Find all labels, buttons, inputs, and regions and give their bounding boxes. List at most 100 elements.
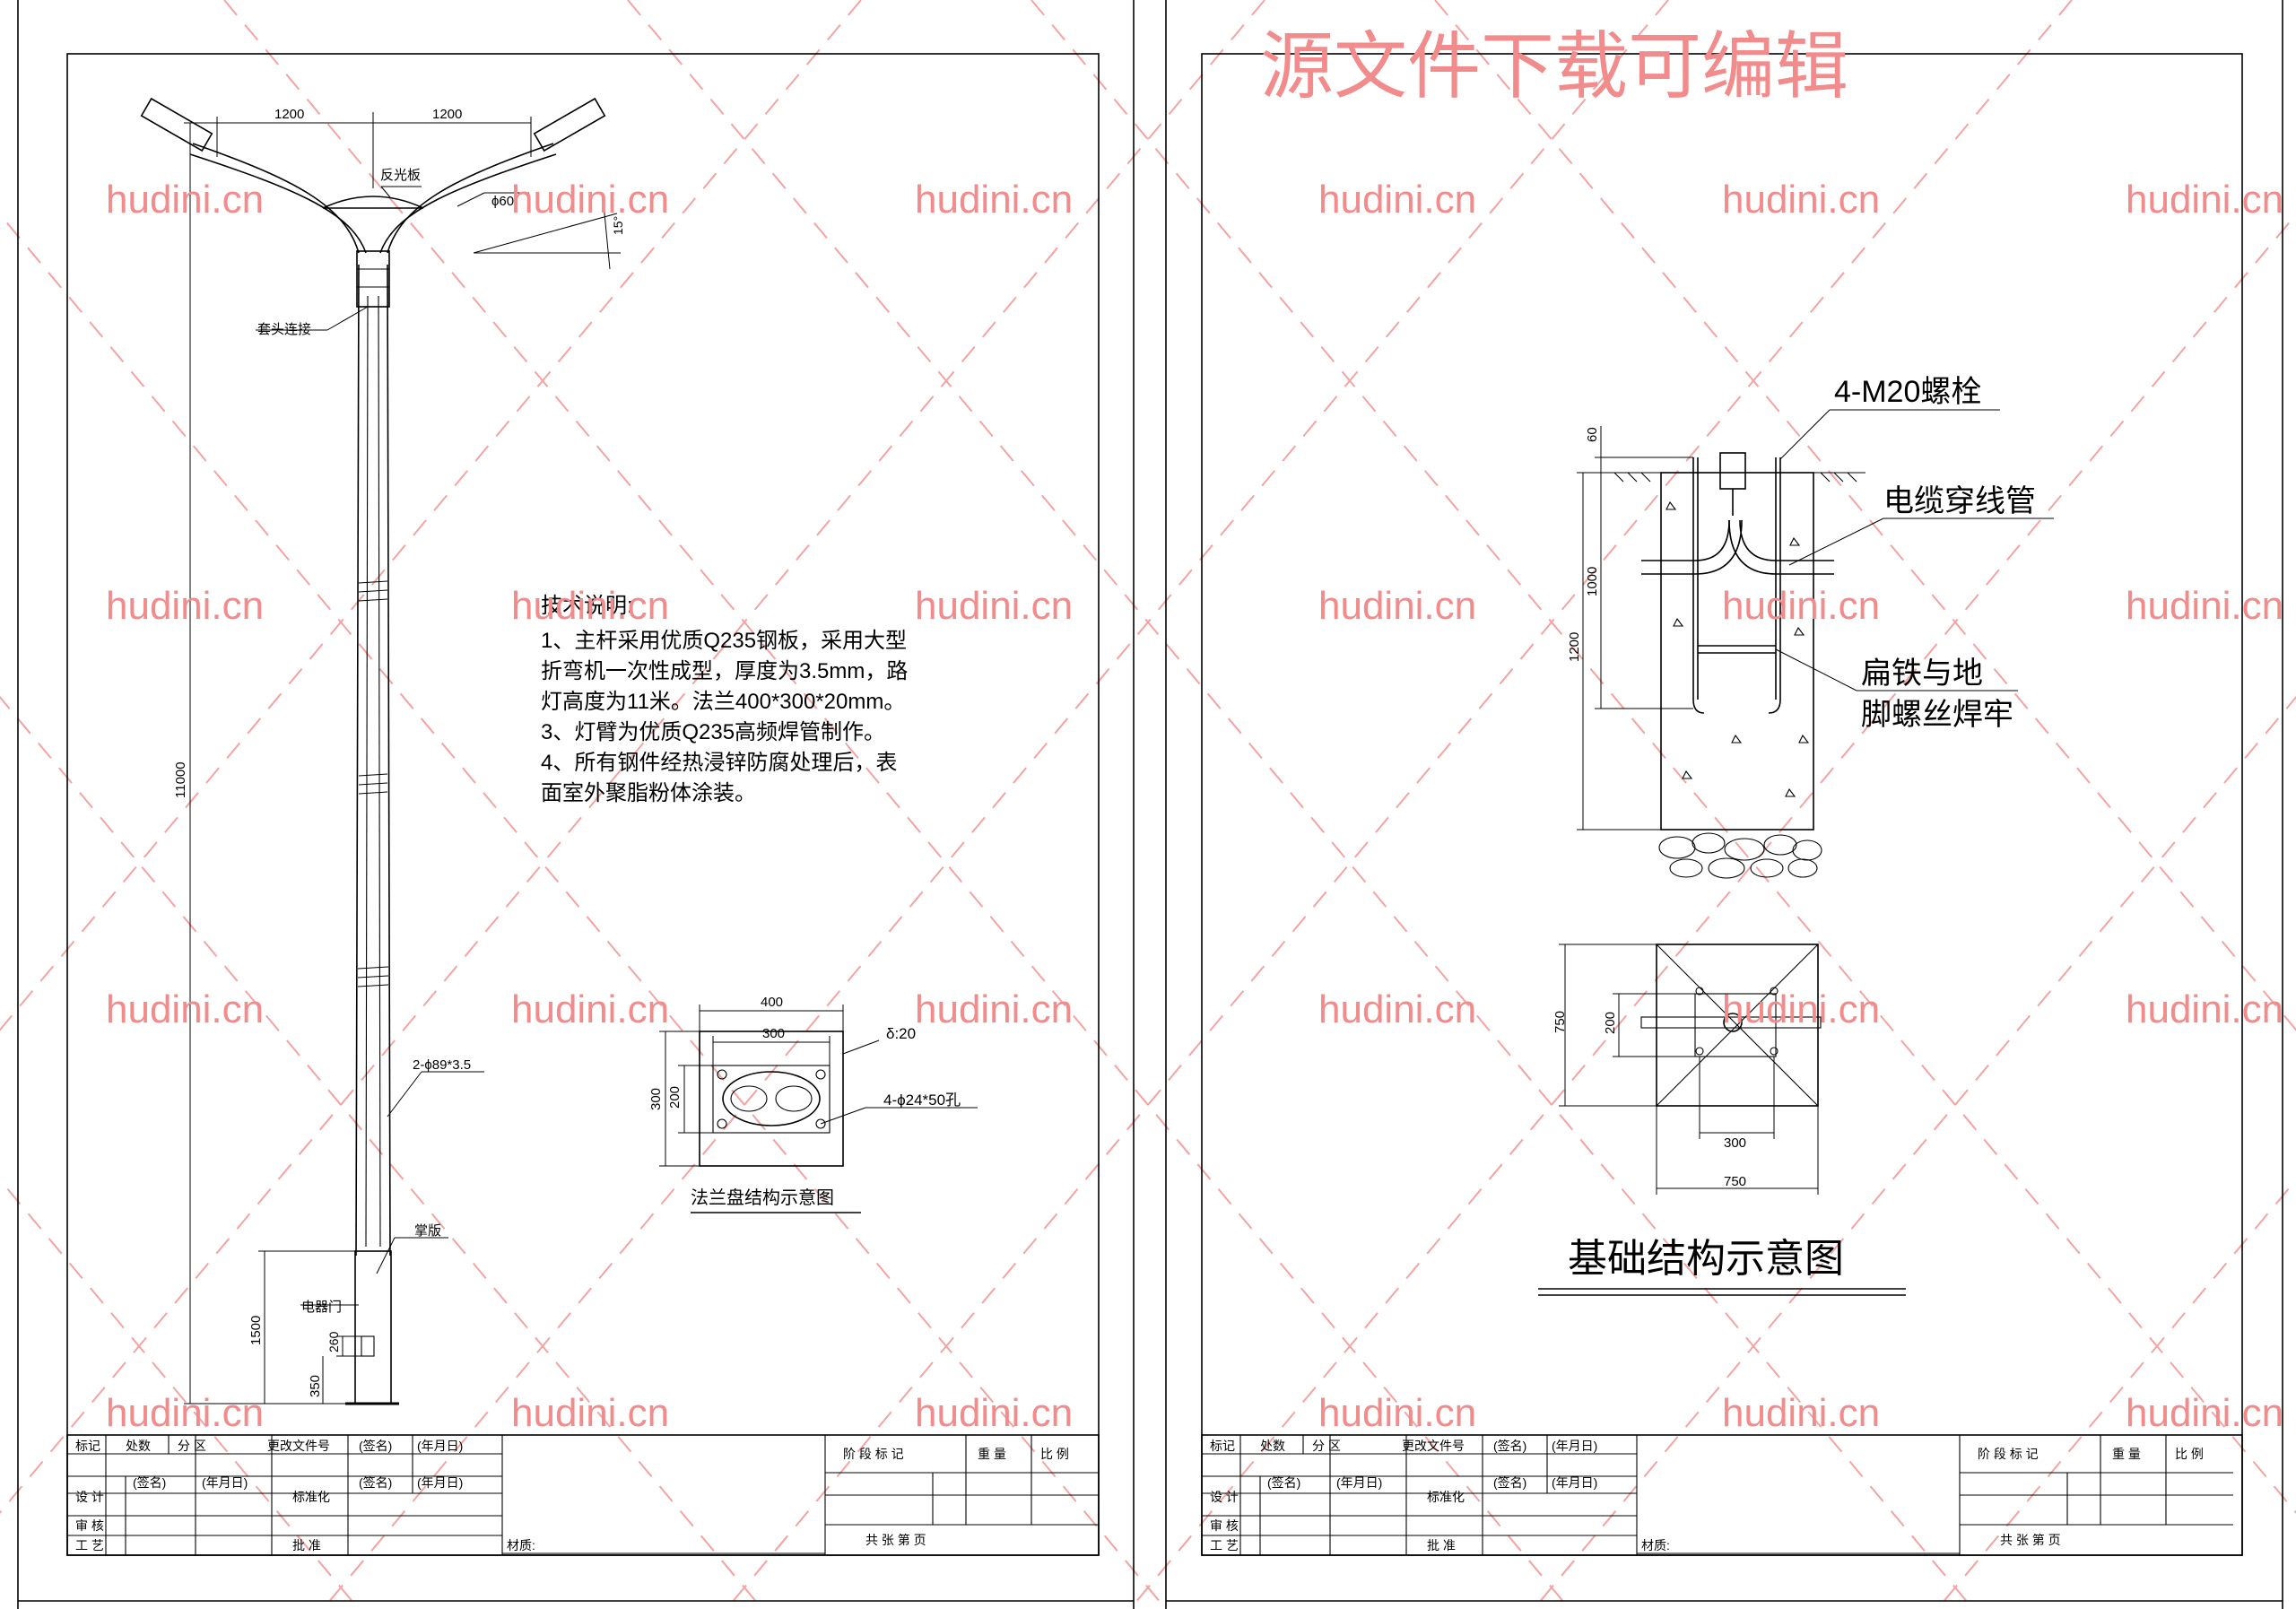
flange-drawing	[659, 1005, 978, 1213]
bolt-label: 4-M20螺栓	[1834, 375, 1981, 409]
flange-caption: 法兰盘结构示意图	[691, 1187, 834, 1208]
watermark-text: hudini.cn	[1318, 1391, 1476, 1435]
right-title-block	[1201, 1434, 2243, 1556]
left-sheet	[17, 0, 1135, 1609]
watermark-text: hudini.cn	[2126, 987, 2283, 1031]
tb-pages: 共 张 第 页	[2000, 1533, 2061, 1547]
right-sheet	[1165, 0, 2283, 1609]
tech-note-line: 4、所有钢件经热浸锌防腐处理后，表	[541, 751, 897, 775]
tb-date: (年月日)	[417, 1439, 463, 1453]
tb-mark: 标记	[1210, 1439, 1235, 1453]
appliance-door	[361, 1335, 375, 1357]
plan-750-v: 750	[1552, 1011, 1568, 1033]
tb-scale: 比 例	[2175, 1447, 2204, 1461]
tb-change-doc: 更改文件号	[1402, 1439, 1465, 1453]
tb-change-doc: 更改文件号	[267, 1439, 330, 1453]
tech-note-line: 1、主杆采用优质Q235钢板，采用大型	[541, 629, 907, 653]
watermark-text: hudini.cn	[915, 584, 1073, 628]
watermark-text: hudini.cn	[511, 584, 669, 628]
watermark-text: hudini.cn	[915, 178, 1073, 222]
tech-note-line: 3、灯臂为优质Q235高频焊管制作。	[541, 720, 885, 744]
tech-notes-title: 技术说明:	[541, 594, 633, 618]
dim-1000: 1000	[1585, 567, 1600, 596]
door-label: 掌版	[414, 1223, 441, 1239]
dim-350: 350	[308, 1375, 323, 1397]
tb-mark: 标记	[75, 1439, 100, 1453]
weld-label-1: 扁铁与地	[1861, 657, 1983, 691]
weld-label-2: 脚螺丝焊牢	[1861, 698, 2013, 732]
watermark-text: hudini.cn	[915, 987, 1073, 1031]
tb-weight: 重 量	[978, 1447, 1006, 1461]
tb-design: 设 计	[75, 1490, 104, 1504]
flange-dim-300: 300	[762, 1026, 785, 1041]
tb-design: 设 计	[1210, 1490, 1239, 1504]
base-section	[354, 1250, 392, 1405]
download-banner: 源文件下载可编辑	[1260, 26, 1848, 108]
tb-date: (年月日)	[1552, 1439, 1597, 1453]
tech-note-line: 面室外聚脂粉体涂装。	[541, 781, 756, 805]
watermark-text: hudini.cn	[1722, 584, 1880, 628]
lamp-head-right	[533, 97, 606, 152]
watermark-text: hudini.cn	[1318, 584, 1476, 628]
flange-dim-400: 400	[761, 995, 783, 1010]
plan-750-h: 750	[1724, 1174, 1746, 1189]
tb-zone: 分 区	[1312, 1439, 1341, 1453]
watermark-text: hudini.cn	[1722, 1391, 1880, 1435]
flange-labels: 400 300 300 200 δ:20 4-ϕ24*50孔 法兰盘结构示意图	[648, 995, 961, 1208]
tb-standard: 标准化	[1427, 1490, 1465, 1504]
foundation-caption: 基础结构示意图	[1568, 1237, 1844, 1281]
conduit-label: 电缆穿线管	[1883, 484, 2036, 518]
tb-zone: 分 区	[178, 1439, 206, 1453]
watermark-text: hudini.cn	[2126, 178, 2283, 222]
watermark-text: hudini.cn	[511, 987, 669, 1031]
tb-standard: 标准化	[292, 1490, 330, 1504]
tb-count: 处数	[1260, 1439, 1285, 1453]
sleeve-connector	[356, 250, 390, 308]
sleeve-label: 套头连接	[257, 322, 311, 337]
dim-arm-left: 1200	[274, 107, 304, 122]
plan-outline	[1656, 944, 1819, 1107]
pole-labels: 1200 1200 反光板 ϕ60 15° 套头连接 11000 2-ϕ89*3…	[173, 107, 625, 1397]
watermark-text: hudini.cn	[511, 1391, 669, 1435]
tb-design-date: (年月日)	[202, 1475, 248, 1490]
foundation-plan	[1559, 944, 1822, 1195]
tb-approve: 批 准	[1427, 1538, 1456, 1552]
dim-1500: 1500	[248, 1316, 264, 1345]
tb-scale: 比 例	[1040, 1447, 1069, 1461]
watermark-text: hudini.cn	[511, 178, 669, 222]
arm-dia-label: ϕ60	[491, 194, 514, 209]
reflector	[322, 196, 424, 209]
flange-thickness: δ:20	[886, 1025, 916, 1042]
tb-process: 工 艺	[1210, 1538, 1239, 1552]
dim-1200: 1200	[1567, 632, 1582, 662]
tb-std-date: (年月日)	[417, 1475, 463, 1490]
flange-center-hole	[722, 1071, 821, 1126]
dim-260: 260	[326, 1331, 341, 1352]
tb-sign: (签名)	[359, 1439, 392, 1453]
flange-holes: 4-ϕ24*50孔	[883, 1092, 961, 1109]
foundation-section	[1577, 409, 2054, 879]
right-frame	[1201, 53, 2243, 1556]
tb-process: 工 艺	[75, 1538, 104, 1552]
appliance-label: 电器门	[301, 1300, 342, 1315]
tb-count: 处数	[126, 1439, 151, 1453]
tb-review: 审 核	[75, 1518, 104, 1533]
watermark-text: hudini.cn	[1318, 178, 1476, 222]
watermark-texts: hudini.cn hudini.cn hudini.cn hudini.cn …	[106, 178, 2283, 1435]
tech-note-line: 灯高度为11米。法兰400*300*20mm。	[541, 690, 905, 714]
tb-pages: 共 张 第 页	[865, 1533, 926, 1547]
foundation-block	[1660, 472, 1814, 831]
section-label: 2-ϕ89*3.5	[413, 1057, 471, 1073]
watermark-text: hudini.cn	[106, 987, 264, 1031]
tb-material: 材质:	[507, 1538, 535, 1552]
watermark-text: hudini.cn	[915, 1391, 1073, 1435]
watermark-text: hudini.cn	[1722, 987, 1880, 1031]
left-title-block	[66, 1434, 1100, 1556]
plan-labels: 750 200 300 750	[1552, 1011, 1746, 1189]
tb-approve: 批 准	[292, 1538, 321, 1552]
height-label: 11000	[173, 761, 188, 798]
tb-sign: (签名)	[1493, 1439, 1526, 1453]
watermark-text: hudini.cn	[106, 584, 264, 628]
